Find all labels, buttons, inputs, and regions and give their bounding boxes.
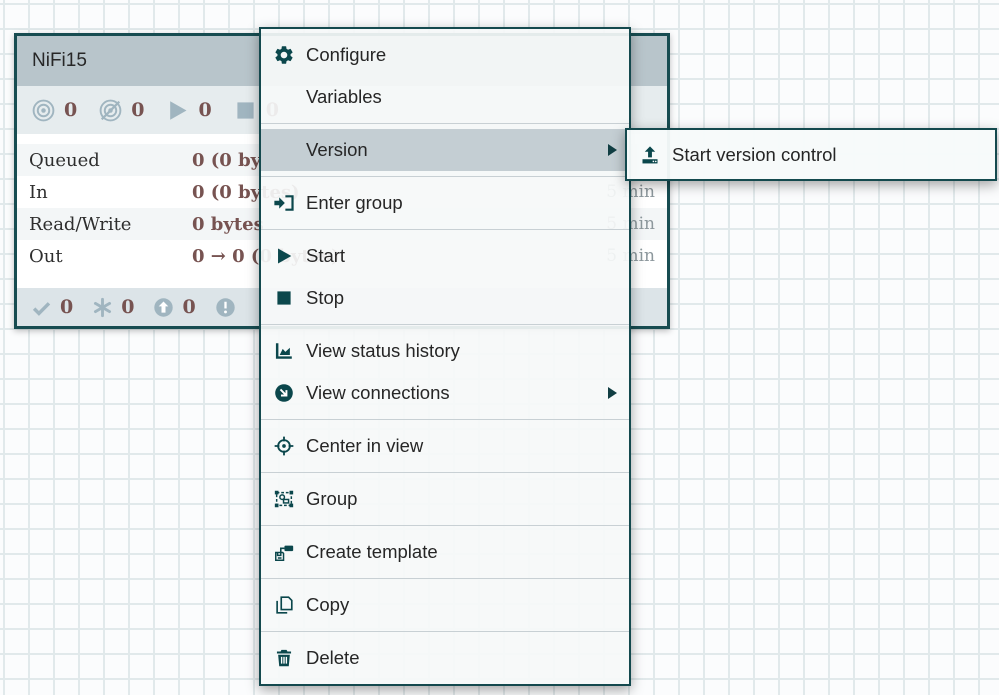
- menu-item-label: Start: [306, 245, 346, 266]
- menu-item-label: View connections: [306, 382, 450, 403]
- menu-item-label: Group: [306, 488, 358, 509]
- status-count: 0: [198, 99, 212, 121]
- gear-icon: [273, 43, 299, 67]
- menu-item-label: Copy: [306, 594, 350, 615]
- stopped-icon: [232, 97, 259, 124]
- menu-separator: [261, 123, 629, 124]
- menu-item-version[interactable]: Version: [261, 129, 629, 171]
- trash-icon: [273, 646, 299, 670]
- stat-value: 0 bytes: [192, 213, 264, 235]
- status-count: 0: [64, 99, 78, 121]
- submenu-arrow-icon: [608, 144, 617, 156]
- menu-item-label: Stop: [306, 287, 345, 308]
- check-icon: [30, 296, 53, 319]
- menu-item-create-template[interactable]: Create template: [261, 531, 629, 573]
- menu-separator: [261, 578, 629, 579]
- menu-item-variables[interactable]: Variables: [261, 76, 629, 118]
- menu-item-group[interactable]: Group: [261, 478, 629, 520]
- no-icon: [273, 85, 299, 109]
- running-icon: [164, 97, 191, 124]
- menu-item-label: Variables: [306, 86, 382, 107]
- area-chart-icon: [273, 339, 299, 363]
- menu-item-label: Create template: [306, 541, 438, 562]
- menu-separator: [261, 631, 629, 632]
- menu-item-label: Configure: [306, 44, 387, 65]
- menu-item-label: Enter group: [306, 192, 403, 213]
- footer-count: 0: [60, 296, 74, 318]
- status-count: 0: [131, 99, 145, 121]
- object-group-icon: [273, 487, 299, 511]
- version-submenu: Start version control: [625, 128, 997, 181]
- menu-separator: [261, 472, 629, 473]
- submenu-arrow-icon: [608, 387, 617, 399]
- menu-separator: [261, 419, 629, 420]
- menu-item-view-status-history[interactable]: View status history: [261, 330, 629, 372]
- transmitting-icon: [30, 97, 57, 124]
- stat-label: Out: [29, 245, 63, 267]
- menu-item-start[interactable]: Start: [261, 235, 629, 277]
- menu-item-configure[interactable]: Configure: [261, 34, 629, 76]
- submenu-item-label: Start version control: [672, 143, 837, 165]
- menu-separator: [261, 229, 629, 230]
- menu-item-label: Delete: [306, 647, 360, 668]
- footer-count: 0: [121, 296, 135, 318]
- menu-item-center-in-view[interactable]: Center in view: [261, 425, 629, 467]
- sign-in-icon: [273, 191, 299, 215]
- connections-icon: [273, 381, 299, 405]
- menu-item-enter-group[interactable]: Enter group: [261, 182, 629, 224]
- menu-item-label: View status history: [306, 340, 460, 361]
- crosshair-icon: [273, 434, 299, 458]
- menu-item-copy[interactable]: Copy: [261, 584, 629, 626]
- upload-icon: [639, 143, 665, 167]
- no-icon: [273, 138, 299, 162]
- menu-separator: [261, 324, 629, 325]
- template-icon: [273, 540, 299, 564]
- stat-label: In: [29, 181, 48, 203]
- menu-item-label: Center in view: [306, 435, 424, 456]
- stat-label: Queued: [29, 149, 100, 171]
- menu-separator: [261, 176, 629, 177]
- menu-item-delete[interactable]: Delete: [261, 637, 629, 679]
- menu-separator: [261, 525, 629, 526]
- not-transmitting-icon: [97, 97, 124, 124]
- up-arrow-circle-icon: [152, 296, 175, 319]
- play-icon: [273, 244, 299, 268]
- menu-item-view-connections[interactable]: View connections: [261, 372, 629, 414]
- stop-icon: [273, 286, 299, 310]
- menu-item-label: Version: [306, 139, 368, 160]
- alert-circle-icon: [214, 296, 237, 319]
- submenu-item-start-version-control[interactable]: Start version control: [627, 132, 995, 177]
- footer-count: 0: [182, 296, 196, 318]
- copy-icon: [273, 593, 299, 617]
- menu-item-stop[interactable]: Stop: [261, 277, 629, 319]
- stat-label: Read/Write: [29, 213, 132, 235]
- asterisk-icon: [91, 296, 114, 319]
